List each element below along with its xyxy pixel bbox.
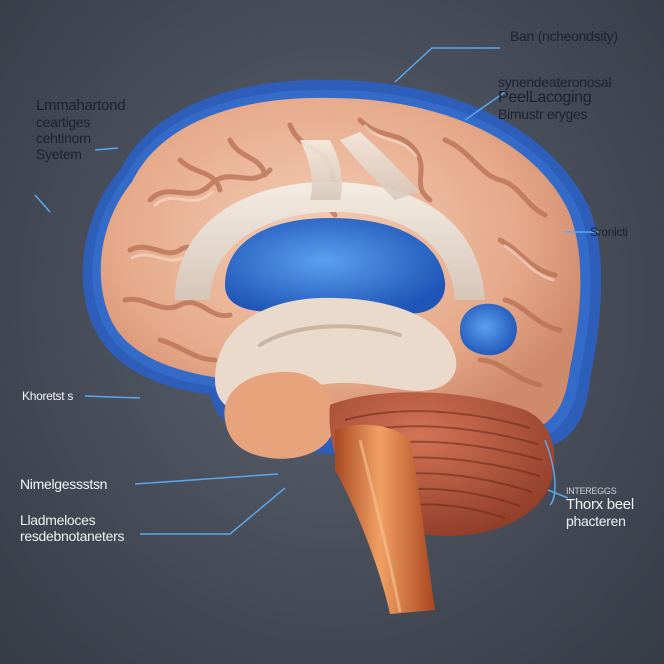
label-top-right: Ban (ncheondsity) xyxy=(510,28,618,44)
gyri-lines xyxy=(122,117,563,388)
label-mid-left: Khoretst s xyxy=(22,389,74,403)
label-upper-left-line3: cehtinorn xyxy=(36,130,91,146)
label-upper-left-line4: Syetem xyxy=(36,146,82,162)
lateral-ventricle xyxy=(225,218,446,314)
label-upper-right-line2: PeelLacoging xyxy=(498,89,592,106)
label-lower-left-2-line1: Lladmeloces xyxy=(20,512,96,528)
occipital-ventricle xyxy=(460,303,517,356)
label-upper-left-line1: Lmmahartond xyxy=(36,97,126,114)
brainstem xyxy=(335,424,435,614)
label-upper-left-line2: ceartiges xyxy=(36,114,91,130)
label-lower-right-line2: Thorx beel xyxy=(566,496,634,513)
white-matter xyxy=(175,181,485,300)
label-upper-left: Lmmahartond ceartiges cehtinorn Syetem xyxy=(36,97,126,163)
label-upper-right: synendeateronosal PeelLacoging Bimustr e… xyxy=(498,74,612,122)
label-lower-left-1: Nimelgessstsn xyxy=(20,476,108,492)
label-lower-left-2-line2: resdebnotaneters xyxy=(20,528,125,544)
label-lower-right-line3: phacteren xyxy=(566,513,626,529)
pons xyxy=(224,371,335,459)
label-upper-right-line1: synendeateronosal xyxy=(498,74,612,90)
label-upper-right-line3: Bimustr eryges xyxy=(498,106,588,122)
label-lower-left-2: Lladmeloces resdebnotaneters xyxy=(20,512,124,544)
label-lower-right-line1: INTEREGGS xyxy=(566,486,617,496)
label-mid-right: Sronlcti xyxy=(590,225,628,239)
label-lower-right: INTEREGGS Thorx beel phacteren xyxy=(566,486,634,529)
pointer-lines xyxy=(34,47,600,535)
